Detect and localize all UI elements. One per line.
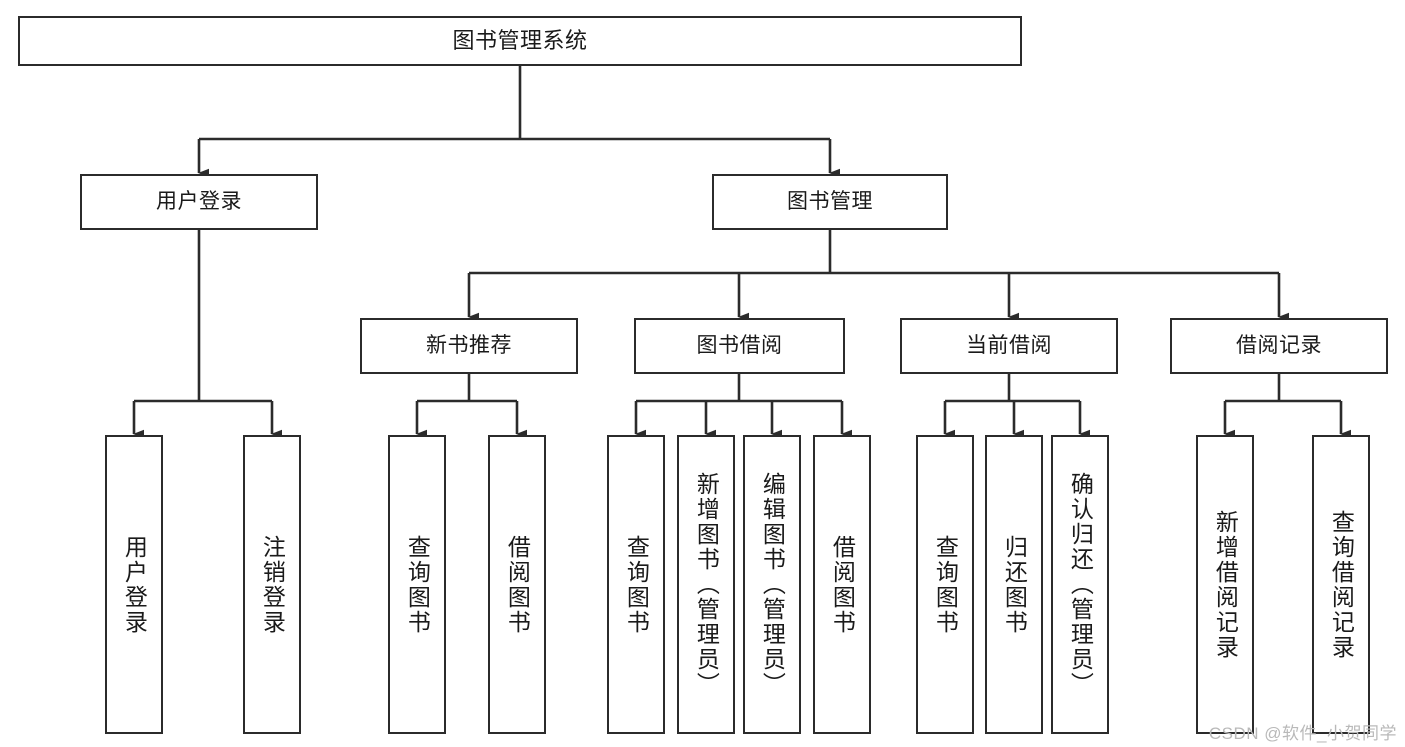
node-borrow-record[interactable]: 借阅记录 xyxy=(1170,318,1388,374)
node-leaf-return-book[interactable]: 归还图书 xyxy=(985,435,1043,734)
node-current-borrow[interactable]: 当前借阅 xyxy=(900,318,1118,374)
watermark: CSDN @软件_小贺同学 xyxy=(1208,724,1397,743)
node-leaf-borrow-book-2[interactable]: 借阅图书 xyxy=(813,435,871,734)
node-label: 新增借阅记录 xyxy=(1212,509,1239,660)
node-leaf-query-book-3[interactable]: 查询图书 xyxy=(916,435,974,734)
node-label: 新增图书（管理员） xyxy=(693,472,720,697)
node-label: 借阅图书 xyxy=(829,534,856,635)
node-book-borrow[interactable]: 图书借阅 xyxy=(634,318,845,374)
node-label: 查询图书 xyxy=(623,534,650,635)
node-label: 查询图书 xyxy=(932,534,959,635)
node-leaf-user-login[interactable]: 用户登录 xyxy=(105,435,163,734)
node-label: 当前借阅 xyxy=(966,334,1052,358)
node-label: 注销登录 xyxy=(259,534,286,635)
node-new-book-recommend[interactable]: 新书推荐 xyxy=(360,318,578,374)
node-label: 用户登录 xyxy=(121,534,148,635)
node-label: 编辑图书（管理员） xyxy=(759,472,786,697)
node-leaf-query-book-1[interactable]: 查询图书 xyxy=(388,435,446,734)
node-label: 图书管理系统 xyxy=(452,27,588,53)
node-label: 查询借阅记录 xyxy=(1328,509,1355,660)
node-label: 确认归还（管理员） xyxy=(1067,472,1094,697)
node-user-login[interactable]: 用户登录 xyxy=(80,174,318,230)
node-label: 借阅图书 xyxy=(504,534,531,635)
node-leaf-query-book-2[interactable]: 查询图书 xyxy=(607,435,665,734)
node-leaf-edit-book[interactable]: 编辑图书（管理员） xyxy=(743,435,801,734)
node-leaf-confirm-return[interactable]: 确认归还（管理员） xyxy=(1051,435,1109,734)
node-label: 归还图书 xyxy=(1001,534,1028,635)
node-leaf-add-book[interactable]: 新增图书（管理员） xyxy=(677,435,735,734)
node-label: 图书管理 xyxy=(787,190,873,214)
node-leaf-borrow-book-1[interactable]: 借阅图书 xyxy=(488,435,546,734)
node-leaf-add-record[interactable]: 新增借阅记录 xyxy=(1196,435,1254,734)
node-label: 新书推荐 xyxy=(426,334,512,358)
node-book-manage[interactable]: 图书管理 xyxy=(712,174,948,230)
node-leaf-logout[interactable]: 注销登录 xyxy=(243,435,301,734)
node-label: 查询图书 xyxy=(404,534,431,635)
node-label: 借阅记录 xyxy=(1236,334,1322,358)
node-label: 图书借阅 xyxy=(696,334,783,358)
node-leaf-query-record[interactable]: 查询借阅记录 xyxy=(1312,435,1370,734)
node-root[interactable]: 图书管理系统 xyxy=(18,16,1022,66)
node-label: 用户登录 xyxy=(156,190,242,214)
